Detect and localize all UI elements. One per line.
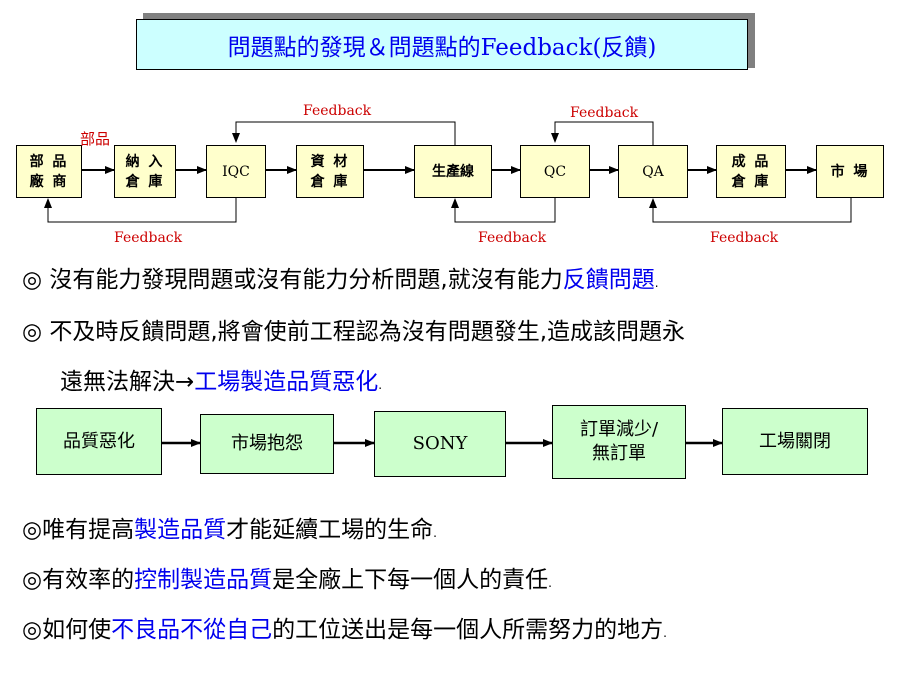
feedback-loop-market-qa: [649, 197, 852, 223]
chain-box-market-complaint: 市場抱怨: [200, 414, 334, 474]
process-box-material: 資 材倉 庫: [296, 145, 364, 198]
chain-label: 品質惡化: [63, 430, 135, 452]
process-label: 廠 商: [29, 173, 69, 190]
bullet-line-4: ◎有效率的控制製造品質是全廠上下每一個人的責任.: [22, 567, 552, 593]
process-box-qc: QC: [520, 145, 590, 198]
bullet-line-3: ◎唯有提高製造品質才能延續工場的生命.: [22, 517, 437, 543]
process-box-storage-in: 納 入倉 庫: [114, 145, 176, 198]
highlight-text: 反饋問題: [562, 267, 655, 293]
highlight-text: 不良品不從自己: [111, 617, 273, 643]
feedback-label-bottom-left: Feedback: [114, 230, 183, 246]
process-label: 市 場: [830, 163, 870, 180]
process-box-market: 市 場: [816, 145, 884, 198]
feedback-label-top-left: Feedback: [303, 103, 372, 119]
feedback-label-bottom-mid: Feedback: [478, 230, 547, 246]
process-label: 部 品: [29, 153, 69, 170]
highlight-text: 控制製造品質: [134, 567, 273, 593]
feedback-label-bottom-right: Feedback: [710, 230, 779, 246]
feedback-loop-iqc-supplier: [44, 197, 237, 223]
highlight-text: 製造品質: [134, 517, 227, 543]
highlight-text: 工場製造品質惡化: [194, 369, 379, 395]
process-box-finished: 成 品倉 庫: [716, 145, 786, 198]
process-box-qa: QA: [618, 145, 688, 198]
chain-box-factory-close: 工場關閉: [722, 408, 868, 475]
process-label: QA: [642, 163, 664, 180]
chain-label: SONY: [412, 433, 468, 454]
chain-label: 市場抱怨: [231, 433, 303, 454]
bullet-line-2: ◎ 不及時反饋問題,將會使前工程認為沒有問題發生,造成該問題永: [22, 319, 686, 345]
process-label: 資 材: [310, 153, 350, 170]
process-label: IQC: [222, 163, 250, 180]
page-title: 問題點的發現＆問題點的Feedback(反饋): [227, 34, 657, 61]
title-box: 問題點的發現＆問題點的Feedback(反饋): [136, 19, 748, 70]
chain-label: 無訂單: [591, 443, 646, 464]
bullet-line-1: ◎ 沒有能力發現問題或沒有能力分析問題,就沒有能力反饋問題.: [22, 267, 659, 293]
feedback-loop-qa-qc: [551, 121, 654, 145]
bullet-line-2-continued: 遠無法解決→工場製造品質惡化.: [60, 369, 383, 395]
chain-box-quality-deteriorate: 品質惡化: [36, 408, 162, 475]
process-label: 生產線: [432, 163, 474, 180]
bullet-line-5: ◎如何使不良品不從自己的工位送出是每一個人所需努力的地方.: [22, 617, 667, 643]
process-box-production: 生產線: [414, 145, 492, 198]
process-label: 倉 庫: [310, 173, 350, 190]
process-label: 成 品: [731, 153, 771, 170]
feedback-loop-qc-production: [451, 197, 556, 223]
chain-box-sony: SONY: [374, 411, 506, 477]
process-label: QC: [543, 163, 567, 180]
chain-box-order-decrease: 訂單減少/無訂單: [552, 405, 686, 479]
feedback-loop-production-iqc: [232, 121, 456, 145]
process-label: 倉 庫: [125, 173, 165, 190]
process-label: 倉 庫: [731, 173, 771, 190]
process-box-supplier: 部 品廠 商: [16, 145, 82, 198]
process-label: 納 入: [125, 153, 165, 170]
chain-label: 訂單減少/: [579, 419, 659, 440]
feedback-label-top-right: Feedback: [570, 105, 639, 121]
chain-label: 工場關閉: [759, 430, 831, 452]
process-box-iqc: IQC: [206, 145, 266, 198]
parts-label: 部品: [80, 130, 111, 148]
